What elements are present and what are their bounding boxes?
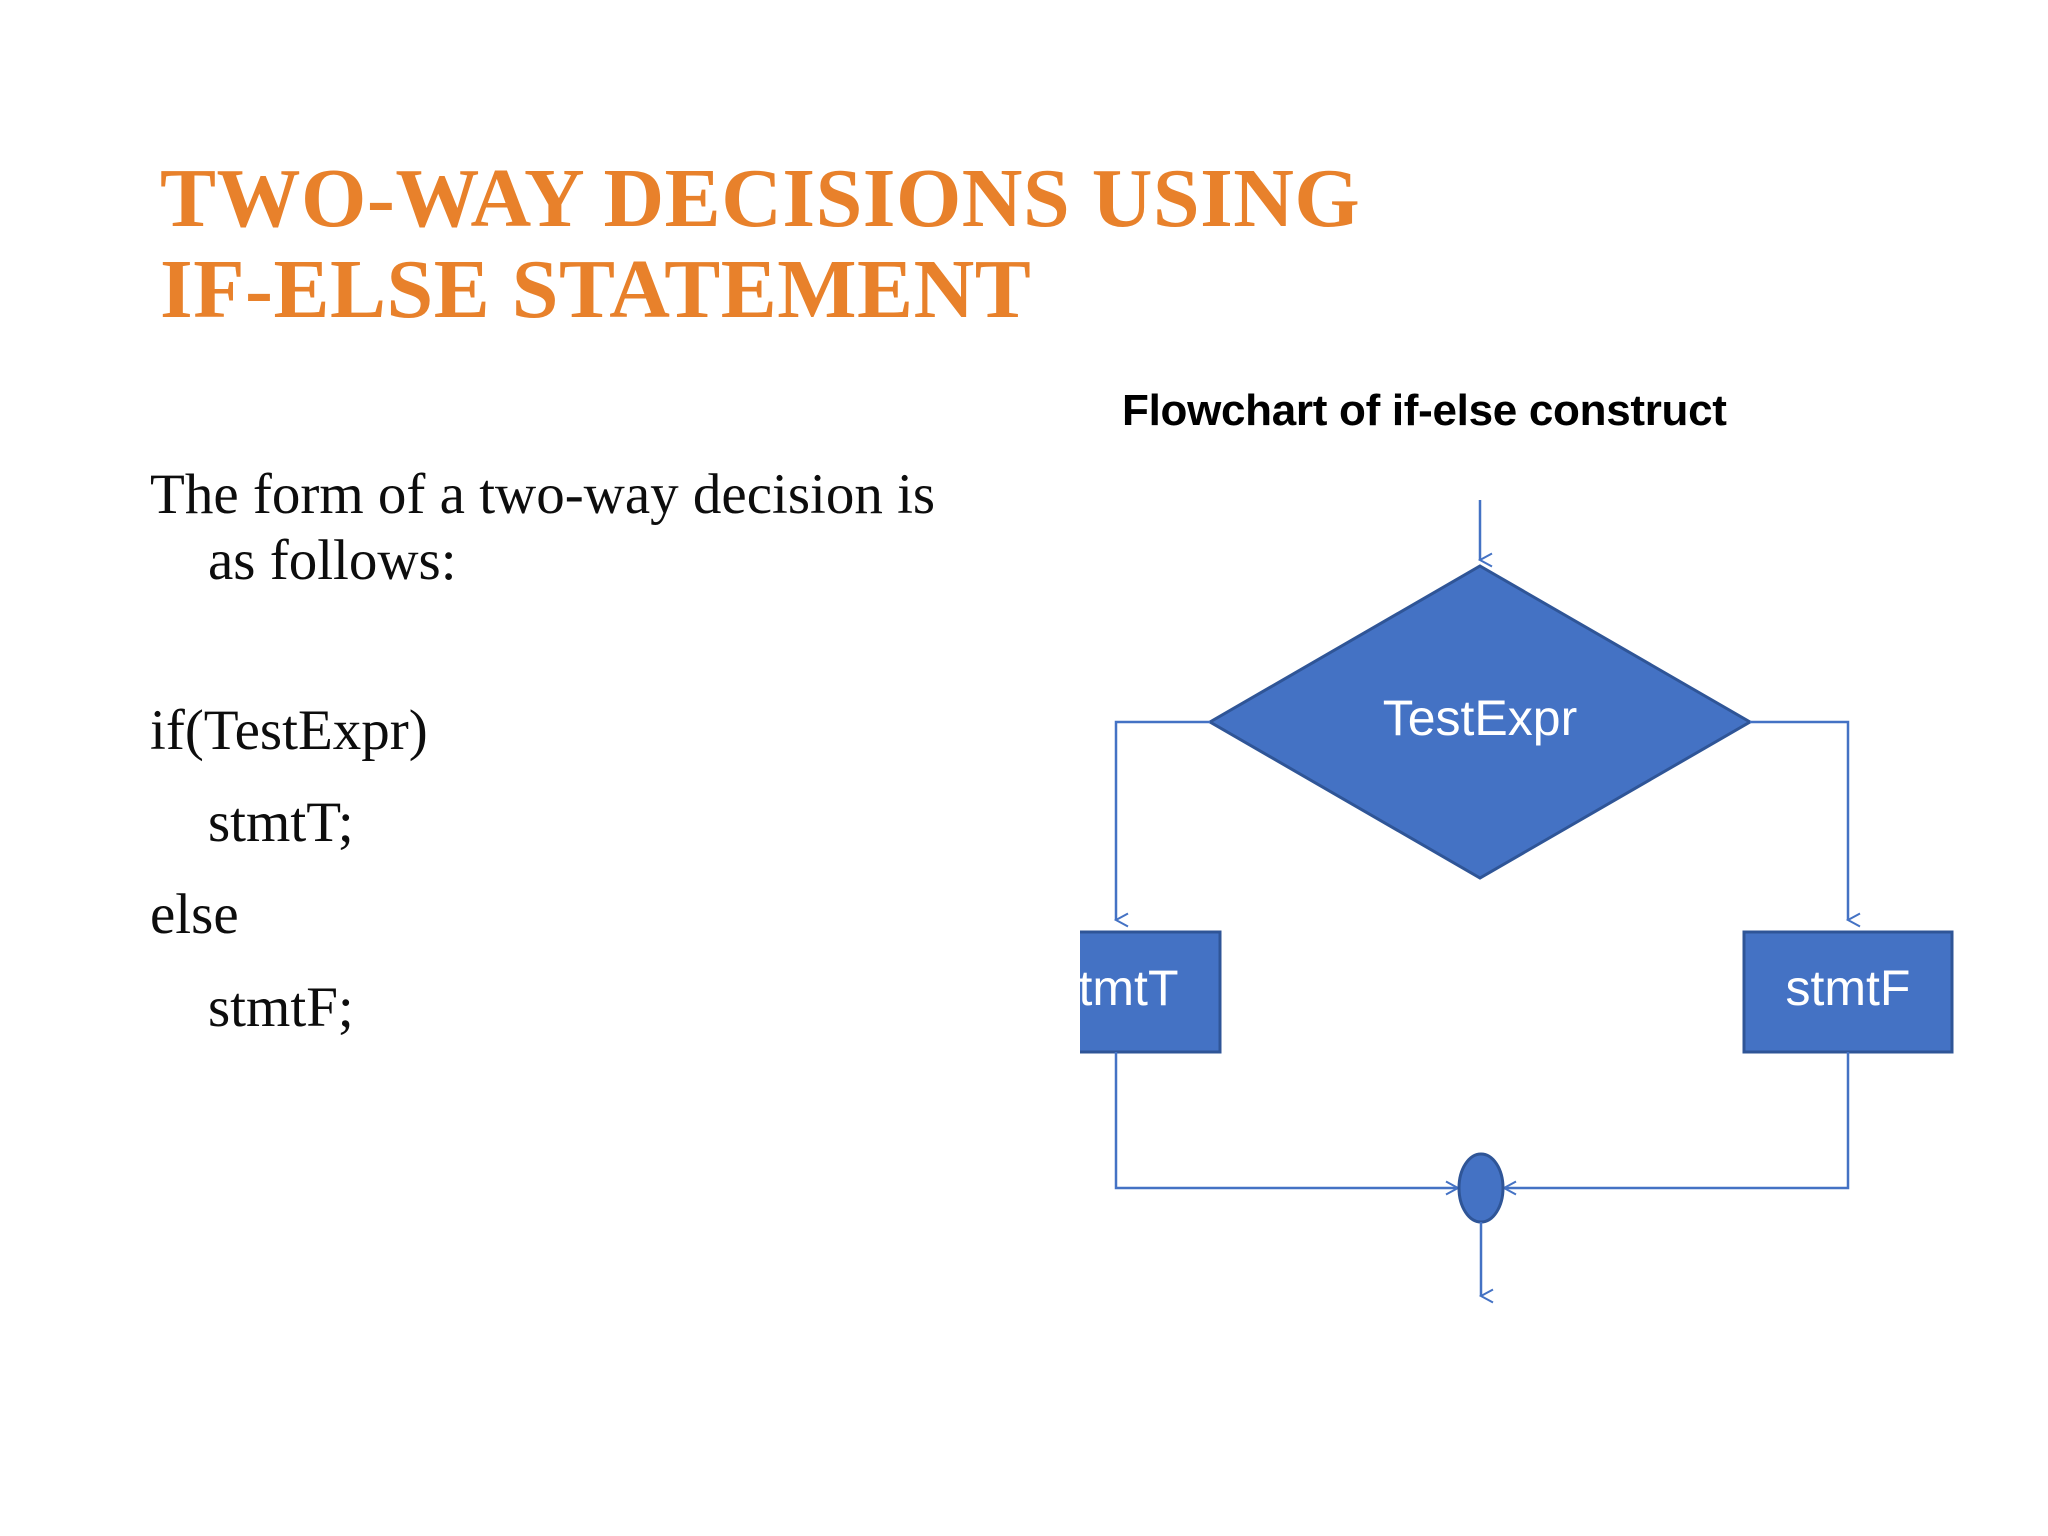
true-branch-label: stmtT xyxy=(1080,960,1178,1016)
code-snippet: if(TestExpr) stmtT; else stmtF; xyxy=(150,698,940,1040)
connector-decision-to-false xyxy=(1750,720,1861,928)
body-text-column: The form of a two-way decision is as fol… xyxy=(150,462,940,1067)
code-line-stmtf: stmtF; xyxy=(208,975,354,1039)
false-branch-label: stmtF xyxy=(1786,960,1911,1016)
code-line-stmtt: stmtT; xyxy=(208,791,354,855)
flowchart-caption: Flowchart of if-else construct xyxy=(1122,386,1727,435)
false-branch-box-shape xyxy=(1742,930,1954,1054)
code-line-if: if(TestExpr) xyxy=(150,699,428,763)
lead-paragraph: The form of a two-way decision is as fol… xyxy=(150,463,936,593)
code-line-else: else xyxy=(150,883,239,947)
flowchart-merge-section xyxy=(1114,1052,1850,1304)
true-branch-box-shape xyxy=(1080,930,1222,1054)
flowchart-diagram: TestExpr stmtT stmtF xyxy=(1080,500,1954,1054)
title-line-2: if-else statement xyxy=(160,242,1032,336)
connector-decision-to-true xyxy=(1113,720,1210,928)
decision-label: TestExpr xyxy=(1383,690,1578,746)
connector-true-to-merge xyxy=(1114,1052,1461,1196)
connector-false-to-merge xyxy=(1501,1052,1850,1196)
merge-connector-shape xyxy=(1457,1152,1505,1224)
page-title: Two-way decisions using if-else statemen… xyxy=(160,154,1880,335)
title-line-1: Two-way decisions using xyxy=(160,152,1361,246)
decision-diamond-shape xyxy=(1207,564,1753,880)
